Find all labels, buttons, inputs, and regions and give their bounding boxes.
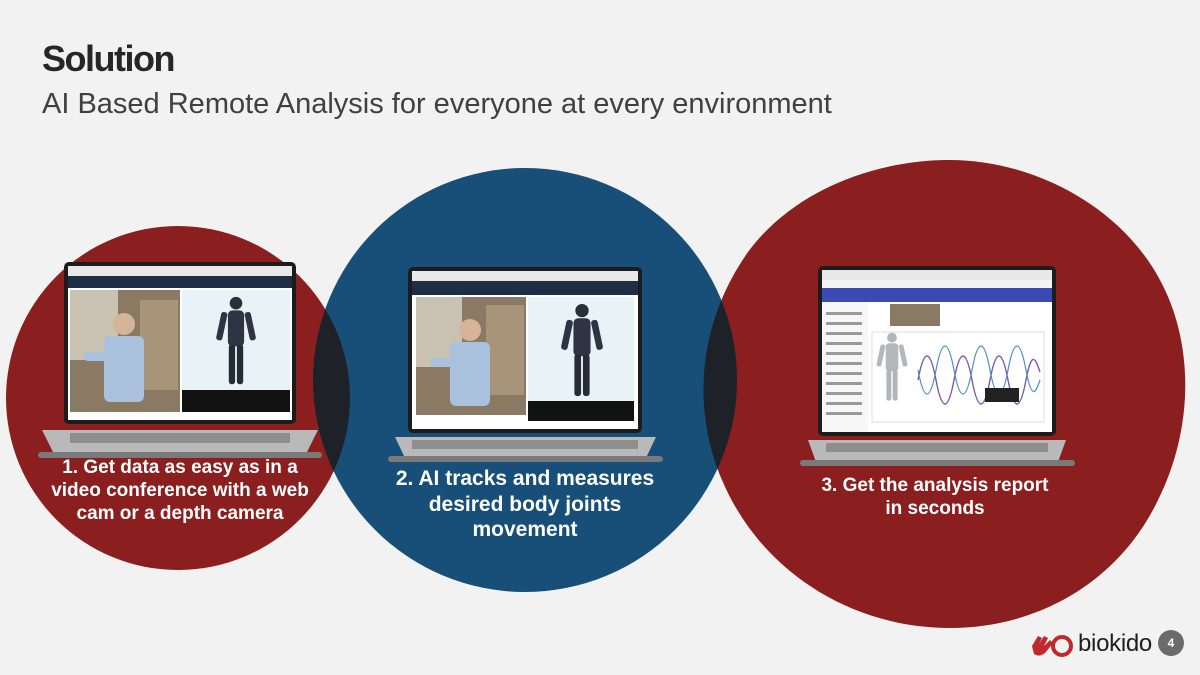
step2-caption: 2. AI tracks and measures desired body j… bbox=[395, 467, 655, 542]
page-number: 4 bbox=[1158, 630, 1184, 656]
logo-text: biokido bbox=[1078, 630, 1152, 657]
biokido-logo: biokido bbox=[1030, 628, 1152, 660]
laptop-2 bbox=[388, 267, 663, 462]
hand-circle-icon bbox=[1032, 635, 1073, 657]
step3-caption: 3. Get the analysis report in seconds bbox=[821, 475, 1049, 520]
slide-subtitle: AI Based Remote Analysis for everyone at… bbox=[42, 88, 832, 120]
laptop-3 bbox=[800, 266, 1075, 466]
slide-title: Solution bbox=[42, 38, 175, 79]
step1-caption: 1. Get data as easy as in a video confer… bbox=[51, 457, 309, 525]
laptop-1 bbox=[38, 262, 322, 458]
